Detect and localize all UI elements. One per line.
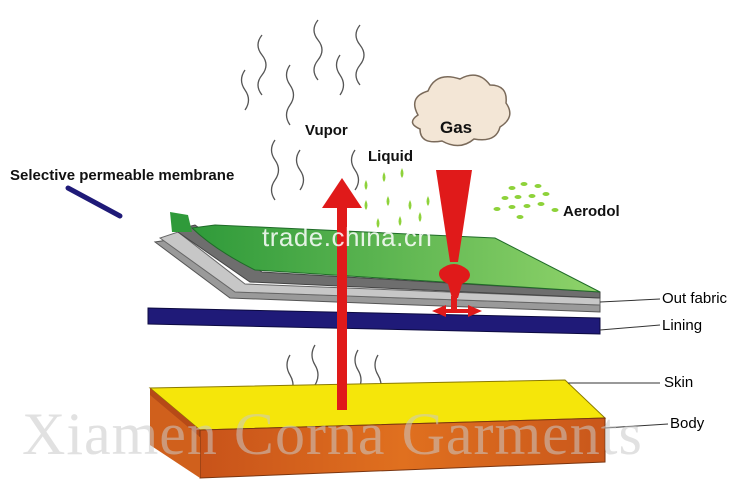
body-block <box>148 379 607 479</box>
lining-layer <box>147 307 601 335</box>
lining-label: Lining <box>662 317 703 334</box>
aerosol-dots <box>493 182 559 219</box>
membrane-label: Selective permeable membrane <box>10 167 235 184</box>
membrane-pointer <box>65 185 192 232</box>
body-label: Body <box>670 415 705 432</box>
site-watermark: trade.china.cn <box>262 222 433 252</box>
fabric-stack <box>153 224 601 313</box>
gas-cloud <box>411 74 511 147</box>
gas-funnel <box>432 170 482 317</box>
aerodol-label: Aerodol <box>563 203 620 220</box>
liquid-drops <box>364 168 430 228</box>
skin-label: Skin <box>664 374 694 391</box>
vapor-arrow <box>322 178 362 410</box>
company-watermark: Xiamen Corna Garments <box>22 401 643 467</box>
vupor-label: Vupor <box>305 122 348 139</box>
vapor-wisps <box>240 19 382 411</box>
gas-label: Gas <box>440 118 473 137</box>
liquid-label: Liquid <box>368 148 413 165</box>
leader-lines <box>568 298 669 429</box>
out-fabric-label: Out fabric <box>662 290 728 307</box>
